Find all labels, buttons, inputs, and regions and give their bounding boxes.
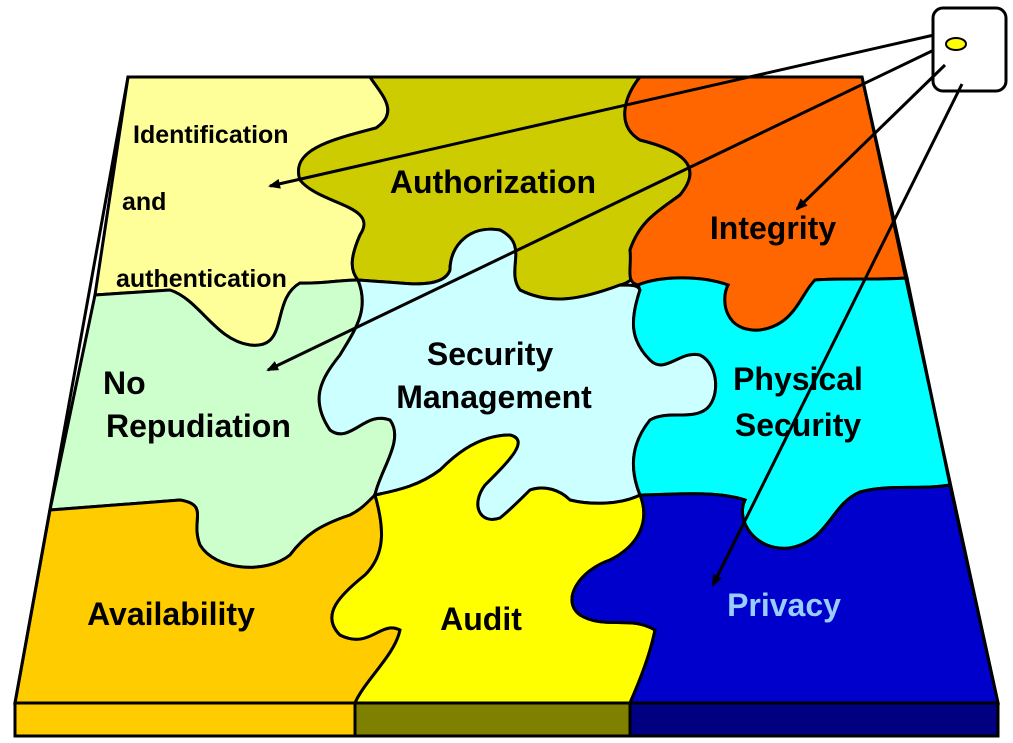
label-no: No	[103, 365, 146, 401]
base-strip-middle	[353, 701, 632, 738]
arrow-to-identification	[268, 33, 935, 189]
label-repudiation: Repudiation	[106, 408, 291, 444]
label-physical-security-line1: Physical	[733, 361, 863, 397]
arrow-to-no-repudiation	[266, 48, 935, 372]
arrow-to-integrity	[795, 63, 947, 211]
board-outline	[13, 75, 1000, 705]
callout-box	[931, 6, 1008, 93]
base-strip-right	[628, 701, 1000, 738]
label-physical-security-line2: Security	[735, 407, 861, 443]
label-integrity: Integrity	[710, 210, 836, 246]
label-identification: Identification	[133, 121, 289, 149]
label-audit: Audit	[440, 601, 522, 637]
base-strip-left	[13, 701, 357, 738]
label-and: and	[122, 188, 166, 216]
arrow-to-privacy	[711, 83, 964, 587]
label-authorization: Authorization	[390, 164, 596, 200]
label-security-management-line2: Management	[396, 379, 592, 415]
label-availability: Availability	[87, 596, 255, 632]
callout-dot	[945, 37, 967, 51]
label-authentication: authentication	[116, 265, 287, 293]
label-security-management-line1: Security	[427, 336, 553, 372]
label-privacy: Privacy	[727, 587, 841, 623]
